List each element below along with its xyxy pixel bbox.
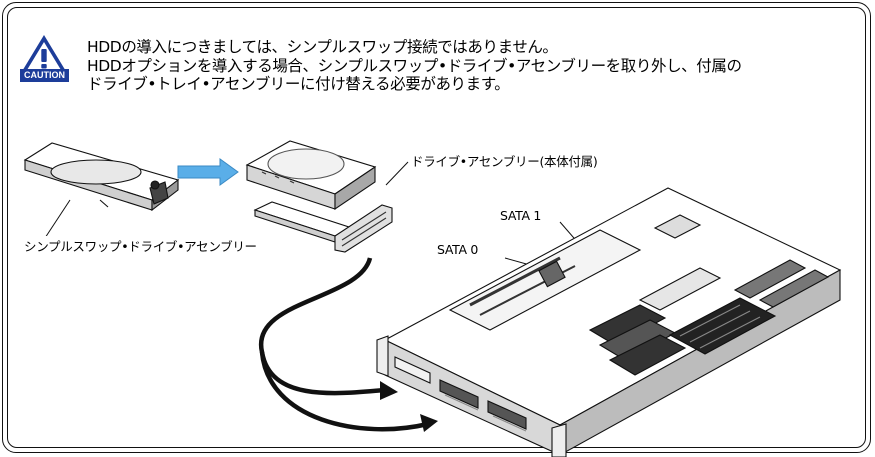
inner-frame xyxy=(7,7,866,448)
caution-line-2: HDDオプションを導入する場合、シンプルスワップ•ドライブ•アセンブリーを取り外… xyxy=(87,56,742,75)
drive-tray-illustration xyxy=(253,201,393,253)
arrow-right-icon xyxy=(177,158,239,186)
caution-icon xyxy=(21,35,67,73)
caution-line-3: ドライブ•トレイ•アセンブリーに付け替える必要があります。 xyxy=(87,75,510,93)
caution-label: CAUTION xyxy=(20,69,69,82)
curved-arrow-icon xyxy=(258,257,386,396)
sata0-label: SATA 0 xyxy=(437,242,479,257)
curved-arrow-icon xyxy=(259,351,429,432)
caution-line-1: HDDの導入につきましては、シンプルスワップ接続ではありません。 xyxy=(87,38,558,56)
simple-swap-assembly-label: シンプルスワップ•ドライブ•アセンブリー xyxy=(24,236,257,255)
drive-assembly-label: ドライブ•アセンブリー(本体付属) xyxy=(411,154,598,169)
sata1-label: SATA 1 xyxy=(500,208,542,223)
hdd-illustration xyxy=(245,140,377,211)
caution-text: HDDの導入につきましては、シンプルスワップ接続ではありません。 HDDオプショ… xyxy=(87,38,742,94)
server-chassis-illustration xyxy=(376,187,842,457)
simple-swap-drive-illustration xyxy=(23,142,180,212)
